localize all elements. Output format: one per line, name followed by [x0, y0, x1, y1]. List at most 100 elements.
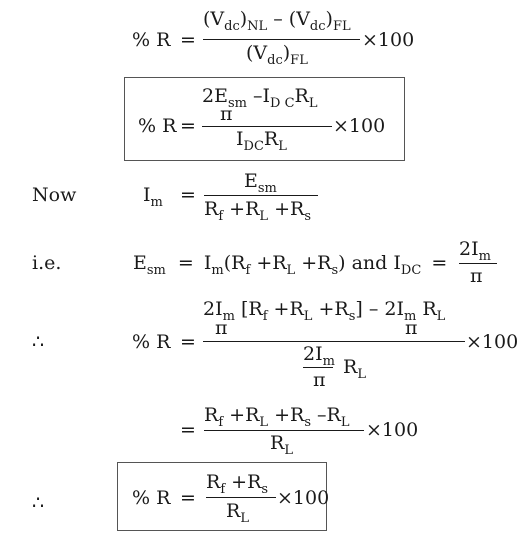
subscript: sm: [146, 263, 166, 278]
pi-symbol: π: [215, 317, 228, 339]
therefore-symbol: ∴: [32, 492, 45, 514]
subscript: NL: [247, 19, 268, 34]
term: +R: [273, 298, 304, 320]
term: –R: [317, 404, 341, 426]
denominator: IDCRL: [236, 130, 287, 154]
term: (R: [223, 252, 246, 274]
subscript: FL: [332, 19, 351, 34]
inner-fraction-bar: [303, 367, 333, 369]
subscript: L: [240, 511, 249, 526]
term: I: [393, 252, 401, 274]
numerator: Esm: [244, 170, 277, 196]
subscript: sm: [257, 181, 277, 196]
subscript: L: [278, 139, 287, 154]
subscript: m: [322, 354, 335, 369]
subscript: f: [218, 415, 224, 430]
numerator: 2Esm –ID CRL: [202, 85, 318, 111]
subscript: L: [357, 367, 366, 382]
subscript: m: [211, 263, 224, 278]
equals-sign: =: [180, 419, 196, 441]
equals-sign: =: [180, 29, 196, 51]
term: [R: [240, 298, 263, 320]
times-100: ×100: [466, 331, 519, 353]
term: 2I: [203, 298, 223, 320]
equals-sign: =: [180, 487, 196, 509]
pi-symbol: π: [220, 103, 233, 125]
numerator: Rf +Rs: [206, 471, 269, 497]
pi-symbol: π: [405, 317, 418, 339]
subscript: f: [245, 263, 251, 278]
equals-sign: =: [177, 252, 194, 274]
subscript: L: [284, 443, 293, 458]
subscript: m: [403, 309, 417, 324]
subscript: DC: [243, 139, 264, 154]
lhs-percent-r: % R: [132, 487, 171, 509]
subscript: m: [222, 309, 235, 324]
term: E: [244, 170, 258, 192]
label-now: Now: [32, 184, 77, 206]
subscript: s: [331, 263, 339, 278]
term: R: [206, 471, 221, 493]
expression-row: Esm = Im(Rf +RL +Rs) and IDC =: [133, 252, 448, 278]
subscript: L: [308, 96, 318, 111]
term: ): [338, 252, 346, 274]
term: (V: [246, 42, 268, 64]
denominator: RL: [226, 502, 249, 526]
subscript: s: [261, 482, 269, 497]
lhs-percent-r: % R: [132, 331, 171, 353]
numerator: (Vdc)NL – (Vdc)FL: [203, 8, 351, 34]
term: 2E: [202, 85, 228, 107]
term: +R: [256, 252, 287, 274]
term: +R: [274, 198, 305, 220]
equals-sign: =: [431, 252, 448, 274]
term: R: [204, 404, 219, 426]
term: R: [294, 85, 309, 107]
label-ie: i.e.: [32, 252, 62, 274]
times-100: ×100: [277, 487, 330, 509]
subscript: s: [304, 209, 311, 224]
term: +R: [318, 298, 349, 320]
term: ]: [355, 298, 363, 320]
term: ): [282, 42, 291, 64]
subscript: L: [286, 263, 296, 278]
term: R: [270, 432, 285, 454]
subscript: DC: [400, 263, 422, 278]
denominator: Rf +RL +Rs: [204, 198, 311, 224]
term: +R: [229, 404, 260, 426]
fraction-bar: [459, 263, 497, 265]
subscript: dc: [224, 19, 240, 34]
term: (V: [288, 8, 310, 30]
term: I: [143, 184, 151, 206]
term: 2I: [384, 298, 404, 320]
subscript: L: [303, 309, 313, 324]
lhs-percent-r: % R: [132, 29, 171, 51]
subscript: f: [262, 309, 268, 324]
fraction-bar: [204, 430, 364, 432]
minus-sign: –: [368, 298, 379, 320]
subscript: f: [220, 482, 226, 497]
term: –I: [253, 85, 271, 107]
subscript: f: [218, 209, 224, 224]
term-rl: RL: [343, 358, 366, 382]
fraction-bar: [206, 497, 276, 499]
times-100: ×100: [333, 115, 386, 137]
lhs-im: Im: [143, 184, 163, 210]
subscript: sm: [227, 96, 247, 111]
times-100: ×100: [362, 29, 415, 51]
lhs-percent-r: % R: [138, 115, 177, 137]
term: R: [422, 298, 437, 320]
denominator: 2Im: [303, 345, 335, 369]
pi-symbol: π: [313, 369, 326, 391]
subscript: m: [150, 195, 163, 210]
equals-sign: =: [180, 184, 196, 206]
subscript: m: [478, 249, 491, 264]
term: I: [203, 252, 212, 274]
minus-sign: –: [273, 8, 283, 30]
equals-sign: =: [180, 115, 196, 137]
term: +R: [231, 471, 262, 493]
term: +R: [229, 198, 260, 220]
subscript: dc: [309, 19, 326, 34]
denominator: (Vdc)FL: [246, 42, 308, 68]
fraction-bar: [203, 341, 465, 343]
term: ): [325, 8, 333, 30]
